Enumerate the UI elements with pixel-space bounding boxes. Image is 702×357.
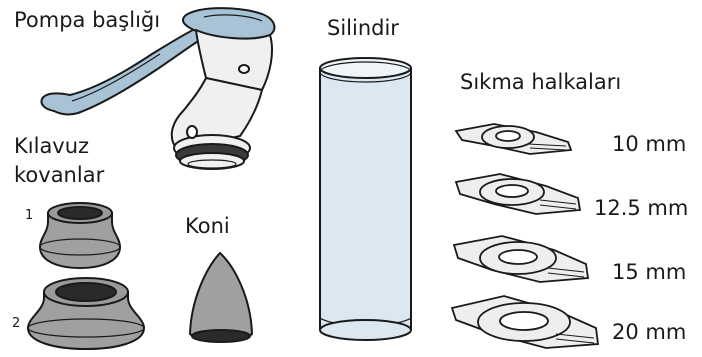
tension-ring-15-drawing: [454, 236, 588, 282]
cone-label: Koni: [185, 214, 230, 239]
cylinder-body: [320, 68, 411, 330]
pump-hole-lower: [187, 126, 197, 138]
pump-handle: [42, 28, 204, 114]
tension-ring-20-drawing: [452, 296, 598, 348]
tension-ring-12-5-drawing: [456, 174, 580, 214]
guide-sleeve-2-drawing: [28, 278, 144, 349]
cylinder-drawing: [320, 58, 411, 340]
ring-size-15: 15 mm: [612, 260, 686, 285]
cylinder-bottom-rim: [320, 320, 411, 340]
ring-size-10: 10 mm: [612, 132, 686, 157]
tension-rings-label: Sıkma halkaları: [460, 70, 621, 95]
sleeve-2-number: 2: [12, 317, 20, 330]
cylinder-label: Silindir: [327, 16, 399, 41]
tension-ring-10-drawing: [456, 124, 571, 154]
sleeve-1-number: 1: [25, 209, 33, 222]
pump-hole-upper: [239, 65, 249, 73]
ring-size-12-5: 12.5 mm: [594, 196, 688, 221]
pump-head-label: Pompa başlığı: [14, 8, 160, 33]
cone-base: [192, 330, 250, 342]
guide-sleeves-label-line1: Kılavuz: [14, 134, 89, 159]
guide-sleeve-1-drawing: [40, 203, 120, 268]
cylinder-top-rim: [320, 58, 411, 78]
cone-drawing: [190, 253, 252, 342]
ring-size-20: 20 mm: [612, 320, 686, 345]
cone-body: [190, 253, 252, 340]
guide-sleeves-label-line2: kovanlar: [14, 163, 104, 188]
